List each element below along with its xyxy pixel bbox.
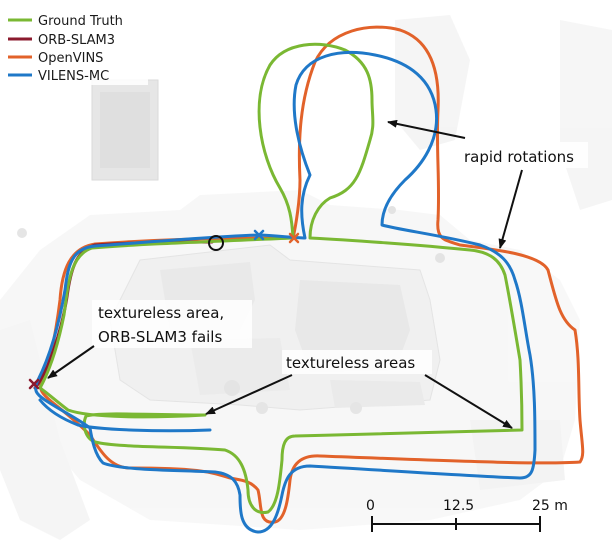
arrow-textureless-left bbox=[205, 374, 293, 415]
legend-item-openvins: OpenVINS bbox=[8, 51, 103, 66]
end-markers bbox=[28, 229, 300, 390]
arrow-rapid-bottom bbox=[498, 169, 523, 249]
scale-bar: 0 12.5 25 m bbox=[366, 498, 568, 532]
legend-item-vilensmc: VILENS-MC bbox=[8, 69, 109, 84]
annotations: rapid rotations textureless area, ORB-SL… bbox=[47, 119, 588, 429]
scale-tick-label: 12.5 bbox=[443, 498, 474, 514]
series-groundtruth-trajectory bbox=[38, 42, 524, 515]
annotation-rapid-rotations: rapid rotations bbox=[464, 148, 574, 166]
legend-label: Ground Truth bbox=[38, 14, 123, 29]
trajectories bbox=[28, 25, 585, 534]
annotation-textureless-fail-line1: textureless area, bbox=[98, 304, 224, 322]
arrow-textureless-right bbox=[424, 374, 513, 429]
legend-label: VILENS-MC bbox=[38, 69, 109, 84]
scale-tick-label: 25 m bbox=[532, 498, 568, 514]
annotation-textureless-fail-line2: ORB-SLAM3 fails bbox=[98, 328, 222, 346]
legend-item-groundtruth: Ground Truth bbox=[8, 14, 123, 29]
legend-label: OpenVINS bbox=[38, 51, 103, 66]
annotation-textureless-areas: textureless areas bbox=[286, 354, 415, 372]
legend-item-orbslam3: ORB-SLAM3 bbox=[8, 33, 115, 48]
arrow-rapid-top bbox=[387, 119, 466, 139]
legend: Ground Truth ORB-SLAM3 OpenVINS VILENS-M… bbox=[3, 3, 148, 85]
arrow-orbslam-fail bbox=[47, 345, 95, 379]
series-vilensmc-trajectory bbox=[34, 51, 537, 534]
start-marker bbox=[208, 235, 224, 251]
scale-tick-label: 0 bbox=[366, 498, 375, 514]
legend-label: ORB-SLAM3 bbox=[38, 33, 115, 48]
